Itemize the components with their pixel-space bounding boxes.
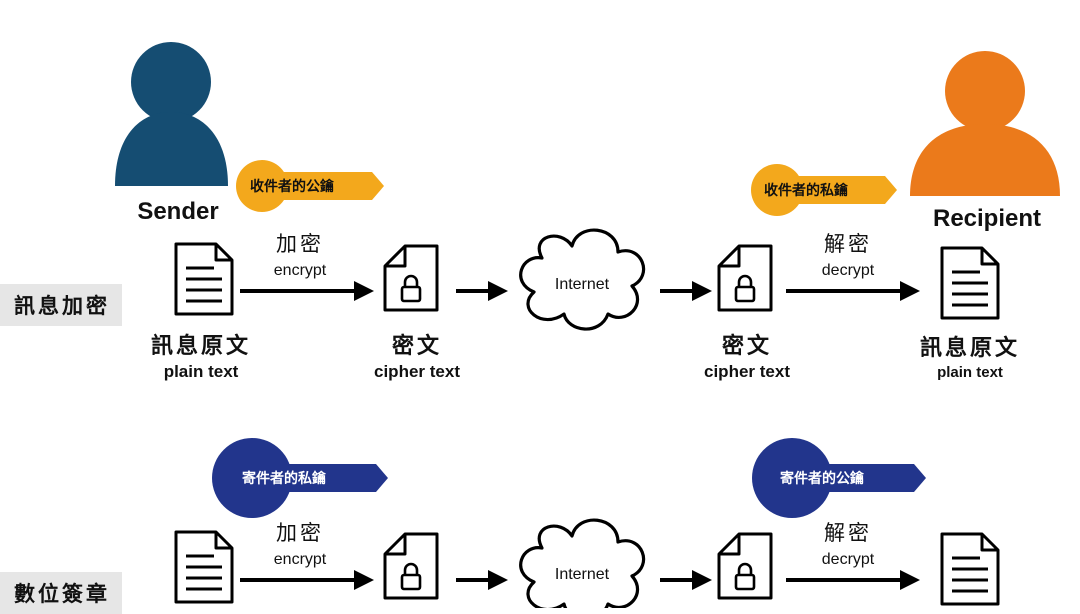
encrypt-en-label: encrypt: [273, 551, 327, 568]
decrypt-cn-label: 解密: [824, 521, 872, 545]
sender-key-label: 收件者的公鑰: [250, 179, 334, 195]
recipient-key-label: 寄件者的公鑰: [780, 471, 864, 487]
plain-text-doc-icon: [940, 532, 1000, 606]
encrypt-cn-label: 加密: [276, 232, 324, 256]
sender-key-label: 寄件者的私鑰: [242, 471, 326, 487]
encryption-section-label: 訊息加密: [0, 284, 122, 326]
plain-text-doc-icon: [940, 246, 1000, 320]
decrypt-cn-label: 解密: [824, 232, 872, 256]
cipher-doc-icon: [383, 244, 439, 312]
plain-text-en-label: plain text: [937, 364, 1003, 381]
sender-public-key-icon: [236, 160, 384, 212]
cipher-doc-icon: [383, 532, 439, 600]
plain-text-doc-icon: [174, 530, 234, 604]
signature-section-label: 數位簽章: [0, 572, 122, 614]
decrypt-en-label: decrypt: [821, 262, 875, 279]
cipher-text-en-label: cipher text: [704, 362, 790, 381]
cipher-doc-icon: [717, 244, 773, 312]
internet-label: Internet: [554, 276, 610, 293]
cipher-text-en-label: cipher text: [374, 362, 460, 381]
plain-text-en-label: plain text: [163, 362, 239, 381]
sender-label: Sender: [137, 198, 219, 225]
decrypt-en-label: decrypt: [821, 551, 875, 568]
sender-public-key-verify-icon: [752, 438, 926, 518]
plain-text-cn-label: 訊息原文: [919, 335, 1021, 361]
recipient-key-label: 收件者的私鑰: [764, 183, 848, 199]
sender-person-icon: [115, 42, 228, 186]
recipient-person-icon: [910, 51, 1060, 196]
recipient-private-key-icon: [751, 164, 897, 216]
plain-text-cn-label: 訊息原文: [150, 333, 252, 359]
sender-private-key-icon: [212, 438, 388, 518]
encrypt-cn-label: 加密: [276, 521, 324, 545]
recipient-label: Recipient: [932, 205, 1042, 232]
encrypt-en-label: encrypt: [273, 262, 327, 279]
internet-cloud-icon: [519, 518, 646, 608]
cipher-doc-icon: [717, 532, 773, 600]
cipher-text-cn-label: 密文: [391, 333, 443, 359]
internet-label: Internet: [554, 566, 610, 583]
plain-text-doc-icon: [174, 242, 234, 316]
cipher-text-cn-label: 密文: [721, 333, 773, 359]
